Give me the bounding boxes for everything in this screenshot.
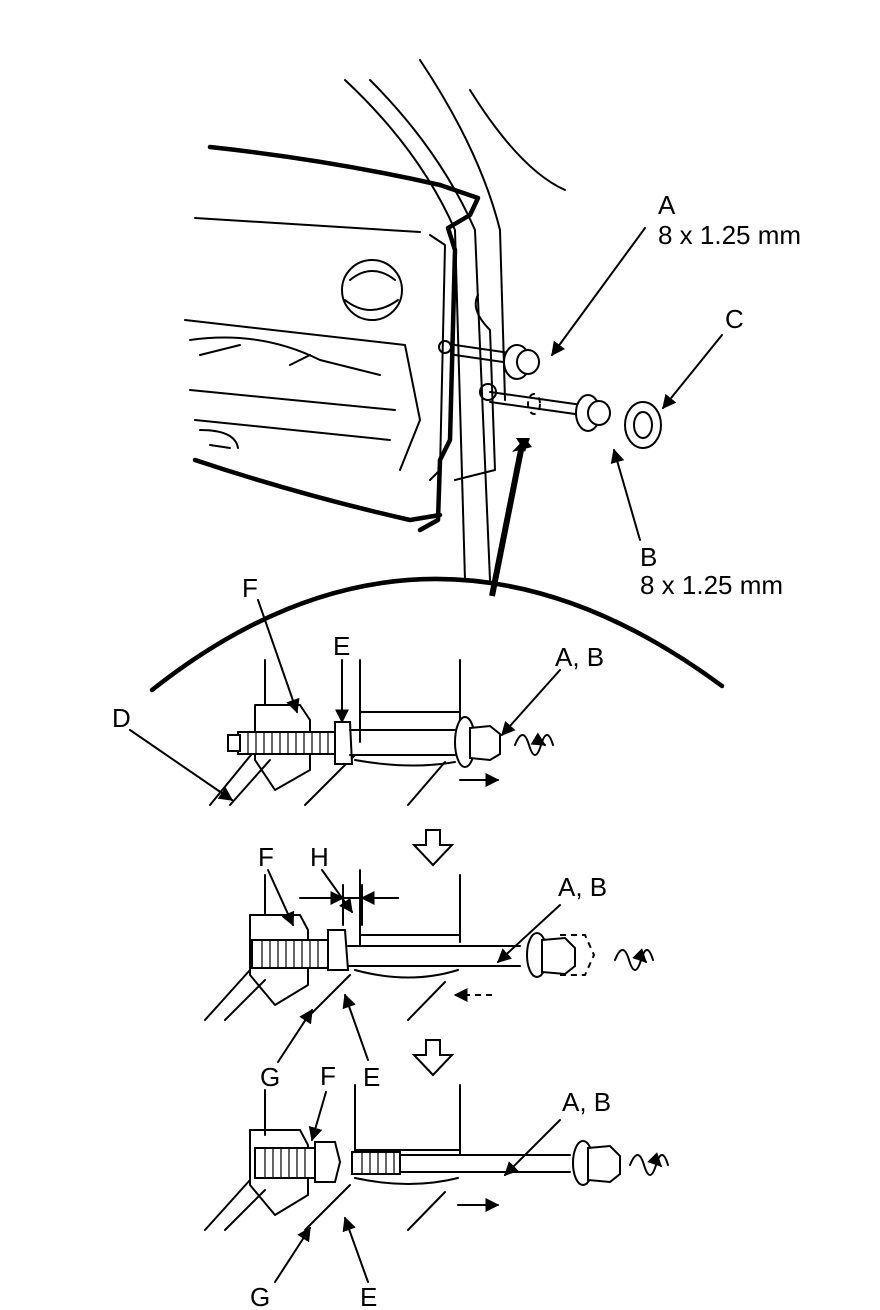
vehicle-body-illustration: [184, 59, 566, 581]
label-b-size: 8 x 1.25 mm: [640, 570, 783, 600]
label-c: C: [725, 304, 744, 334]
step-2-illustration: [204, 869, 654, 1021]
step-arrow-2: [411, 1039, 455, 1077]
callout-c: [662, 334, 723, 410]
callout-e-2: [342, 993, 369, 1061]
callout-g-2: [274, 1226, 311, 1283]
label-e-2: E: [363, 1062, 380, 1092]
detail-arc: [149, 576, 725, 693]
label-f-1: F: [242, 573, 258, 603]
label-f-3: F: [320, 1061, 336, 1091]
callout-d: [129, 729, 234, 801]
label-d: D: [112, 703, 131, 733]
label-f-2: F: [258, 842, 274, 872]
label-b: B: [640, 542, 657, 572]
label-h: H: [310, 842, 329, 872]
bolt-a: [454, 344, 540, 380]
label-ab-2: A, B: [558, 872, 607, 902]
callout-h: [321, 869, 353, 914]
washer-c: [624, 401, 662, 449]
label-g-2: G: [250, 1282, 270, 1310]
label-e-1: E: [333, 631, 350, 661]
label-a-size: 8 x 1.25 mm: [658, 220, 801, 250]
step-3-illustration: [204, 1084, 669, 1231]
callout-ab-2: [496, 904, 561, 963]
step-arrow-1: [411, 829, 455, 867]
callout-a: [551, 227, 646, 357]
callout-b: [610, 448, 641, 541]
callout-ab-3: [504, 1119, 561, 1176]
callout-ab-1: [501, 669, 561, 737]
label-ab-1: A, B: [555, 642, 604, 672]
callout-f-1: [257, 599, 300, 714]
callout-f-2: [267, 869, 295, 927]
label-ab-3: A, B: [562, 1087, 611, 1117]
step-1-illustration: [209, 659, 554, 806]
callout-g-1: [277, 1008, 313, 1063]
callout-e-3: [342, 1216, 369, 1283]
label-e-3: E: [360, 1282, 377, 1310]
label-g-1: G: [260, 1062, 280, 1092]
callout-f-3: [308, 1091, 327, 1142]
bolt-b: [489, 391, 611, 432]
label-a: A: [658, 190, 676, 220]
